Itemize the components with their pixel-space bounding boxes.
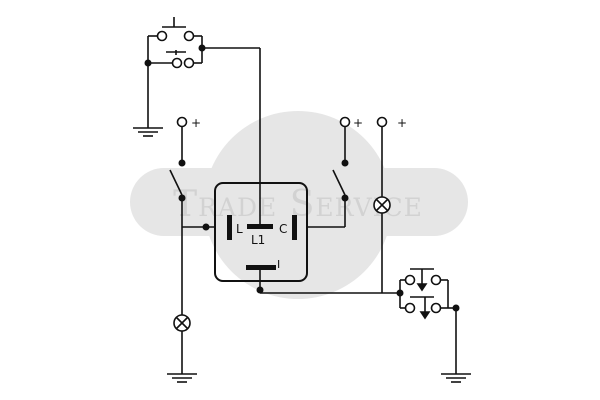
relay-pins [227,215,297,270]
right-lamp-icon [373,196,391,214]
bottom-pushbutton-switch [399,268,457,374]
relay-pin-l1-label: L1 [251,233,265,247]
ground-symbol [167,373,197,383]
right-switch [332,169,346,196]
junction-dot [178,194,186,202]
junction-dot [198,44,206,52]
relay-pin-l-label: L [236,222,243,236]
middle-supply-plus-label: + [353,116,363,130]
relay-pin-i-label: I [277,258,280,271]
right-supply-terminal [376,116,388,197]
junction-dot [341,159,349,167]
right-supply-plus-label: + [397,116,407,130]
middle-supply-terminal [339,116,351,163]
junction-dot [144,59,152,67]
left-switch [169,169,183,315]
ground-symbol [133,127,163,137]
junction-dot [452,304,460,312]
left-lamp-icon [173,314,191,332]
watermark: Trade Service [130,111,468,299]
junction-dot [178,159,186,167]
left-supply-terminal [176,116,188,163]
ground-symbol [441,373,471,383]
relay-pin-c-label: C [279,222,287,236]
top-pushbutton-switch [147,17,261,225]
junction-dot [341,194,349,202]
junction-dot [202,223,210,231]
junction-dot [396,289,404,297]
junction-dot [256,286,264,294]
left-supply-plus-label: + [191,116,201,130]
relay-box [214,182,308,282]
